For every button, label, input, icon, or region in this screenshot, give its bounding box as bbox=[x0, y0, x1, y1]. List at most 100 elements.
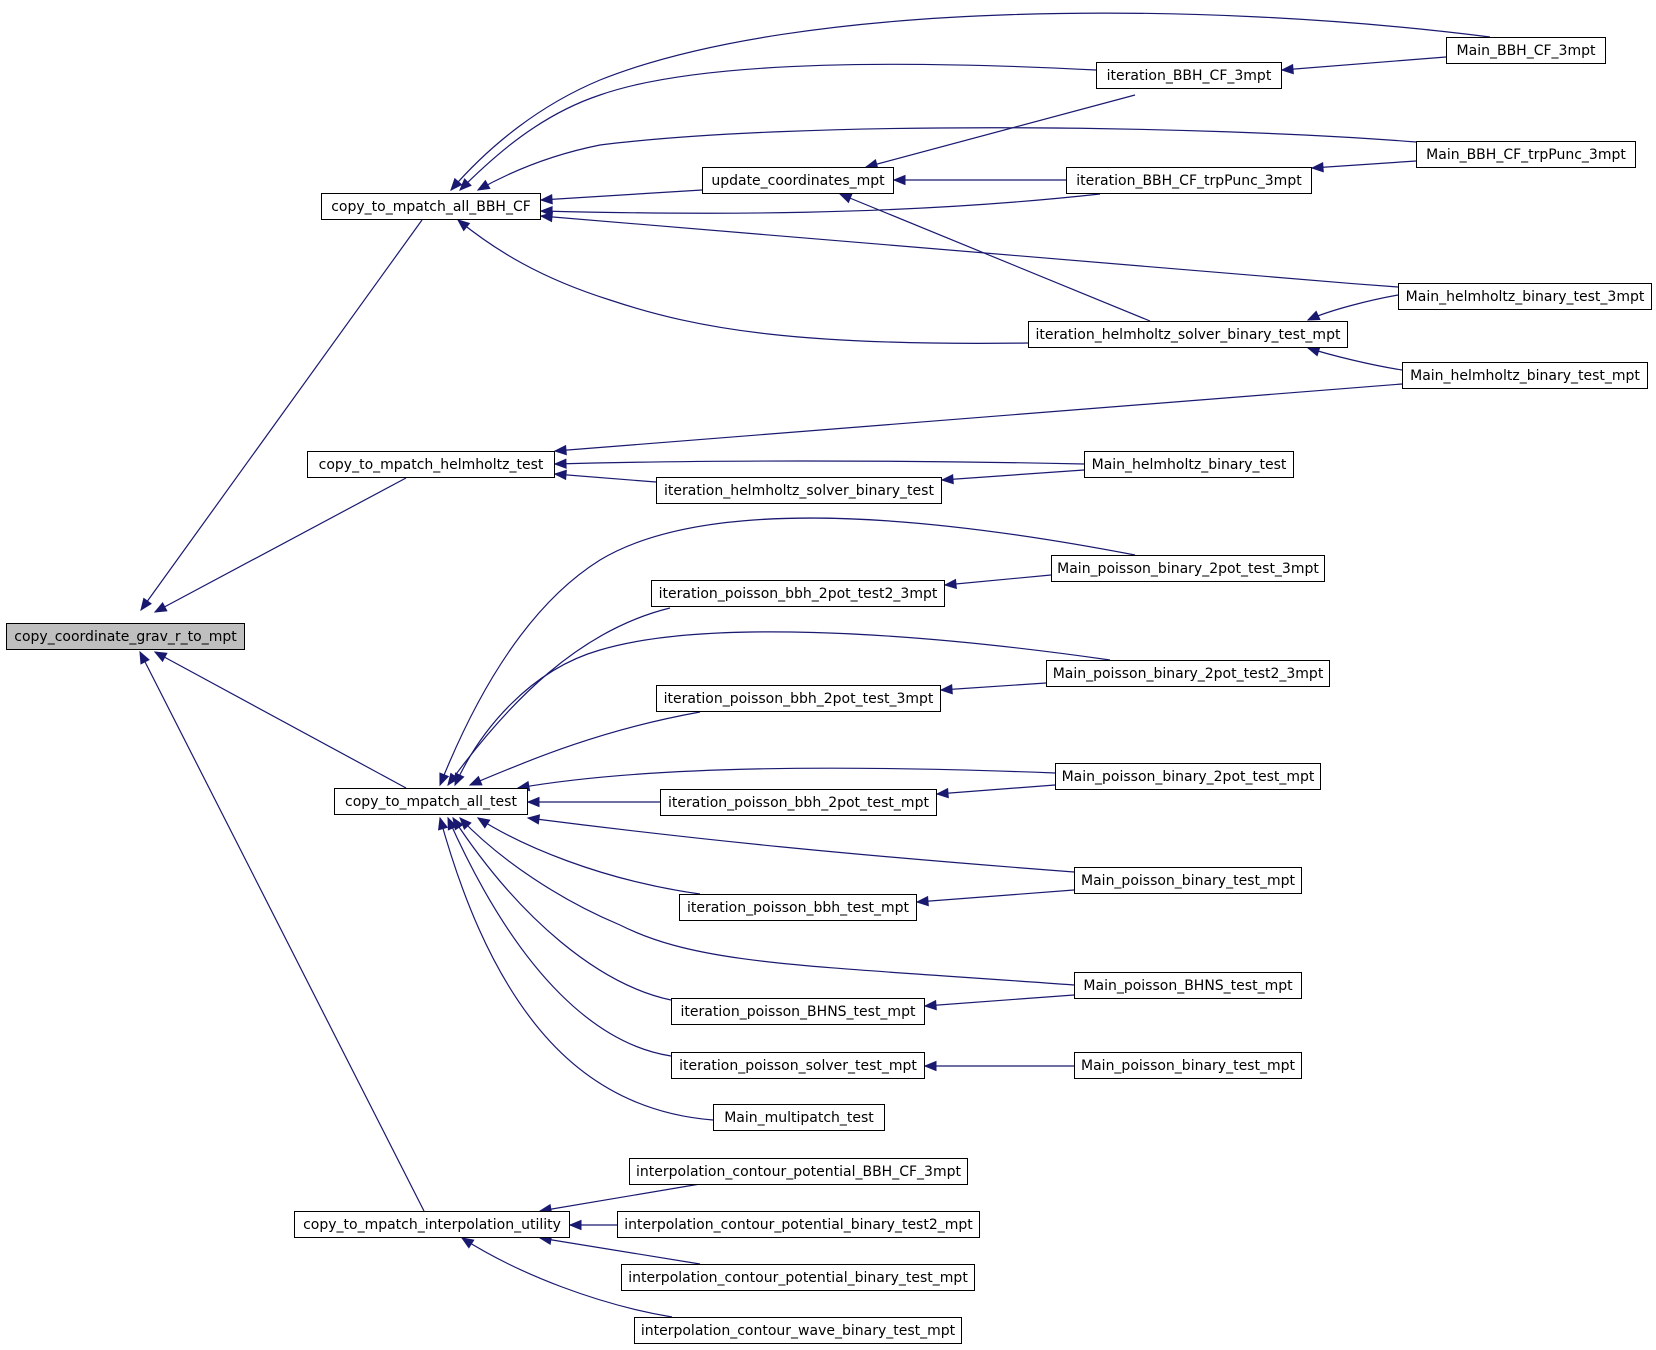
node-main-multi[interactable]: Main_multipatch_test bbox=[713, 1104, 885, 1131]
node-helm[interactable]: copy_to_mpatch_helmholtz_test bbox=[307, 451, 555, 478]
edge-mainhelm3-bbhcf-arrowhead bbox=[539, 211, 553, 223]
edge-itbbh-bbhcf bbox=[459, 63, 1097, 191]
node-ic-bbh[interactable]: interpolation_contour_potential_BBH_CF_3… bbox=[629, 1158, 968, 1185]
edge-mainp2t2-alltest bbox=[454, 631, 1111, 786]
edge-mainp2tm-itp2tm-arrowhead bbox=[935, 787, 949, 799]
node-interp[interactable]: copy_to_mpatch_interpolation_utility bbox=[294, 1211, 570, 1238]
edge-mainhelm3-ithelmmpt-arrowhead bbox=[1306, 310, 1321, 321]
node-it-p2t2[interactable]: iteration_poisson_bbh_2pot_test2_3mpt bbox=[651, 580, 945, 607]
node-it-solver[interactable]: iteration_poisson_solver_test_mpt bbox=[671, 1052, 925, 1079]
edge-mainhelmmpt-helm-arrowhead bbox=[553, 444, 567, 456]
node-it-p2tm[interactable]: iteration_poisson_bbh_2pot_test_mpt bbox=[660, 789, 937, 816]
node-main-p2tm[interactable]: Main_poisson_binary_2pot_test_mpt bbox=[1055, 763, 1321, 790]
edge-alltest-root-arrowhead bbox=[153, 651, 168, 663]
edge-mainbhns-alltest-arrowhead bbox=[459, 817, 472, 830]
edge-mainbhns-itbhns-arrowhead bbox=[923, 999, 937, 1011]
edge-maintrp-bbhcf bbox=[477, 127, 1417, 191]
edge-mainhelmmpt-ithelmmpt bbox=[1307, 347, 1403, 371]
edge-bbhcf-root bbox=[140, 219, 423, 611]
node-it-helm-mpt[interactable]: iteration_helmholtz_solver_binary_test_m… bbox=[1028, 321, 1348, 348]
edge-itpbt-alltest bbox=[477, 817, 701, 895]
edge-ithelm-helm bbox=[554, 473, 657, 483]
node-main-bhns[interactable]: Main_poisson_BHNS_test_mpt bbox=[1074, 972, 1302, 999]
edge-mainp2t2-alltest-arrowhead bbox=[454, 772, 465, 787]
edge-mainpbt2-itsolver-arrowhead bbox=[923, 1060, 937, 1072]
node-root: copy_coordinate_grav_r_to_mpt bbox=[6, 623, 245, 650]
edge-mainbhns-itbhns bbox=[924, 994, 1075, 1007]
node-main-helm-mpt[interactable]: Main_helmholtz_binary_test_mpt bbox=[1402, 362, 1648, 389]
edge-mainp2tm-itp2tm bbox=[936, 784, 1056, 795]
edge-ithelmmpt-upd-arrowhead bbox=[838, 193, 853, 204]
edge-mainhelm-ithelm bbox=[941, 469, 1085, 481]
edge-itsolver-alltest bbox=[447, 817, 672, 1057]
node-bbh-cf[interactable]: copy_to_mpatch_all_BBH_CF bbox=[321, 193, 541, 220]
node-it-helm[interactable]: iteration_helmholtz_solver_binary_test bbox=[656, 477, 942, 504]
node-main-p2t[interactable]: Main_poisson_binary_2pot_test_3mpt bbox=[1051, 555, 1325, 582]
node-main-trp[interactable]: Main_BBH_CF_trpPunc_3mpt bbox=[1416, 141, 1636, 168]
node-ic-bt2[interactable]: interpolation_contour_potential_binary_t… bbox=[617, 1211, 980, 1238]
node-main-pbt[interactable]: Main_poisson_binary_test_mpt bbox=[1074, 867, 1302, 894]
edge-ittrp-bbhcf bbox=[540, 193, 1101, 214]
edge-mainhelm-helm-arrowhead bbox=[553, 458, 567, 469]
edge-icwave-interp bbox=[461, 1237, 673, 1318]
edge-mainbbh-itbbh bbox=[1281, 56, 1447, 71]
edge-mainhelmmpt-helm bbox=[554, 383, 1403, 452]
edge-mainp2tm-alltest bbox=[517, 767, 1056, 789]
node-ic-wave[interactable]: interpolation_contour_wave_binary_test_m… bbox=[634, 1317, 962, 1344]
edge-mainp2t-itp2t2-arrowhead bbox=[943, 578, 957, 590]
node-main-bbh-cf[interactable]: Main_BBH_CF_3mpt bbox=[1446, 37, 1606, 64]
node-alltest[interactable]: copy_to_mpatch_all_test bbox=[334, 788, 528, 815]
edge-interp-root-arrowhead bbox=[139, 650, 150, 665]
edge-mainp2t-alltest-arrowhead bbox=[439, 772, 450, 787]
edge-mainhelmmpt-ithelmmpt-arrowhead bbox=[1306, 346, 1321, 357]
edge-helm-root-arrowhead bbox=[153, 601, 168, 613]
edge-itbhns-alltest bbox=[452, 817, 672, 1001]
node-main-pbt2[interactable]: Main_poisson_binary_test_mpt bbox=[1074, 1052, 1302, 1079]
node-main-helm-3[interactable]: Main_helmholtz_binary_test_3mpt bbox=[1398, 283, 1652, 310]
edge-icbt2-interp-arrowhead bbox=[568, 1219, 582, 1231]
edge-mainp2t-alltest bbox=[439, 517, 1136, 786]
edge-itp2t3-alltest-arrowhead bbox=[468, 775, 483, 786]
edge-ittrp-upd-arrowhead bbox=[892, 174, 906, 186]
edge-itbbh-bbhcf-arrowhead bbox=[459, 178, 472, 191]
edge-mainhelm-ithelm-arrowhead bbox=[940, 473, 954, 485]
edge-itp2t3-alltest bbox=[469, 711, 701, 786]
node-main-p2t2[interactable]: Main_poisson_binary_2pot_test2_3mpt bbox=[1046, 660, 1330, 687]
edge-ithelmmpt-upd bbox=[839, 193, 1151, 322]
edge-itsolver-alltest-arrowhead bbox=[447, 816, 458, 831]
edge-mainbhns-alltest bbox=[459, 817, 1075, 986]
edge-upd-bbhcf bbox=[540, 189, 703, 201]
edge-mainhelm3-ithelmmpt bbox=[1307, 294, 1399, 321]
edge-mainhelm3-bbhcf bbox=[540, 215, 1399, 288]
node-it-p2t3[interactable]: iteration_poisson_bbh_2pot_test_3mpt bbox=[656, 685, 941, 712]
edge-mainmulti-alltest-arrowhead bbox=[438, 816, 449, 831]
node-main-helm[interactable]: Main_helmholtz_binary_test bbox=[1084, 451, 1294, 478]
edge-interp-root bbox=[139, 651, 425, 1212]
edge-upd-bbhcf-arrowhead bbox=[539, 194, 553, 205]
edge-mainpbt-itpbt bbox=[916, 889, 1075, 903]
edge-alltest-root bbox=[154, 651, 407, 789]
edge-mainpbt-alltest-arrowhead bbox=[526, 814, 541, 825]
edge-icbt-interp bbox=[539, 1237, 701, 1265]
node-ic-bt[interactable]: interpolation_contour_potential_binary_t… bbox=[621, 1264, 975, 1291]
edge-mainp2t-itp2t2 bbox=[944, 574, 1052, 586]
edge-mainbbh-bbhcf-arrowhead bbox=[450, 177, 463, 191]
edge-maintrp-bbhcf-arrowhead bbox=[476, 179, 491, 191]
node-it-bbh-cf[interactable]: iteration_BBH_CF_3mpt bbox=[1096, 62, 1282, 89]
node-upd[interactable]: update_coordinates_mpt bbox=[702, 167, 894, 194]
node-it-pbt[interactable]: iteration_poisson_bbh_test_mpt bbox=[679, 894, 917, 921]
edge-ithelmmpt-bbhcf-arrowhead bbox=[456, 219, 471, 232]
edge-icwave-interp-arrowhead bbox=[460, 1237, 475, 1249]
edge-mainpbt-itpbt-arrowhead bbox=[915, 895, 929, 907]
edge-mainhelm-helm bbox=[554, 460, 1085, 465]
edge-maintrp-ittrp bbox=[1311, 160, 1417, 169]
edge-mainpbt-alltest bbox=[527, 817, 1075, 873]
edge-itpbt-alltest-arrowhead bbox=[476, 817, 491, 829]
edge-mainp2t2-itp2t3 bbox=[940, 682, 1047, 691]
node-it-bhns[interactable]: iteration_poisson_BHNS_test_mpt bbox=[671, 998, 925, 1025]
edge-bbhcf-root-arrowhead bbox=[140, 597, 152, 612]
edge-mainbbh-bbhcf bbox=[450, 12, 1491, 191]
node-it-trp[interactable]: iteration_BBH_CF_trpPunc_3mpt bbox=[1066, 167, 1312, 194]
edge-icbbh-interp bbox=[539, 1183, 701, 1212]
